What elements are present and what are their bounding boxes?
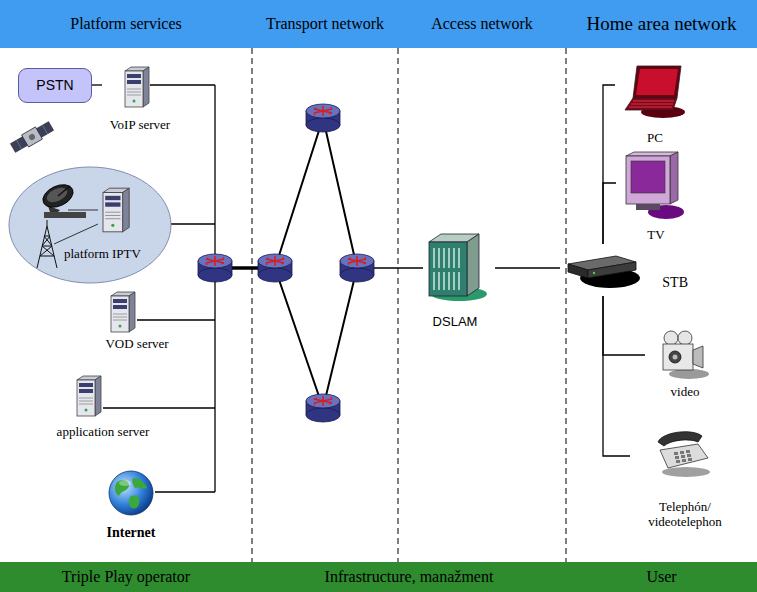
device-label: STB (662, 275, 688, 292)
section-heading: Transport network (252, 14, 398, 33)
router-symbol (198, 104, 374, 422)
server-node: VoIP server (102, 63, 178, 133)
section-heading: User (566, 567, 757, 586)
iptv-region (8, 166, 172, 284)
dslam-icon (423, 232, 487, 302)
network-link (603, 296, 630, 456)
server-icon (107, 290, 137, 334)
server-node: VOD server (97, 288, 177, 352)
network-link (495, 267, 560, 268)
internet-node: Internet (91, 468, 171, 542)
server-label: VoIP server (110, 117, 170, 133)
device-node: TV (616, 148, 696, 243)
transport-links (215, 118, 423, 408)
section-heading: Infrastructure, manažment (252, 567, 566, 586)
device-node: Telephón/ videotelephon (630, 428, 740, 530)
server-icon (73, 374, 103, 418)
device-label: video (671, 384, 700, 400)
server-node: application server (43, 372, 163, 440)
device-label: TV (647, 227, 664, 243)
section-heading: Access network (398, 14, 566, 33)
server-label: application server (57, 424, 150, 440)
device-label: Telephón/ videotelephon (635, 499, 735, 530)
device-node: PC (615, 64, 695, 146)
device-label: PC (647, 130, 663, 146)
internet-label: Internet (107, 525, 156, 542)
laptop-icon (623, 64, 685, 120)
header-band: Platform servicesTransport networkAccess… (0, 0, 757, 48)
server-icon (121, 65, 151, 109)
network-link (603, 85, 615, 244)
network-link (603, 296, 645, 355)
telephone-icon (652, 428, 712, 478)
server-label: VOD server (105, 336, 168, 352)
region-label: platform IPTV (64, 246, 141, 262)
network-link (603, 183, 616, 244)
section-heading: Platform services (0, 14, 252, 33)
device-label: DSLAM (433, 314, 478, 330)
network-label: PSTN (36, 77, 73, 94)
device-node: video (645, 328, 725, 400)
video-camera-icon (657, 328, 709, 380)
tv-icon (622, 150, 686, 220)
section-divider (252, 48, 566, 562)
section-heading: Home area network (566, 13, 757, 36)
globe-icon (107, 470, 155, 516)
network-box: PSTN (18, 68, 92, 103)
platform-region: platform IPTV (8, 166, 172, 284)
section-heading: Triple Play operator (0, 567, 252, 586)
dslam-node: DSLAM (415, 230, 495, 330)
stb-node: STB (560, 244, 700, 296)
satellite-icon (9, 120, 54, 154)
satellite-dish (39, 180, 86, 218)
set-top-box-icon (564, 248, 640, 292)
footer-band: Triple Play operatorInfrastructure, mana… (0, 562, 757, 592)
network-link (92, 84, 102, 85)
